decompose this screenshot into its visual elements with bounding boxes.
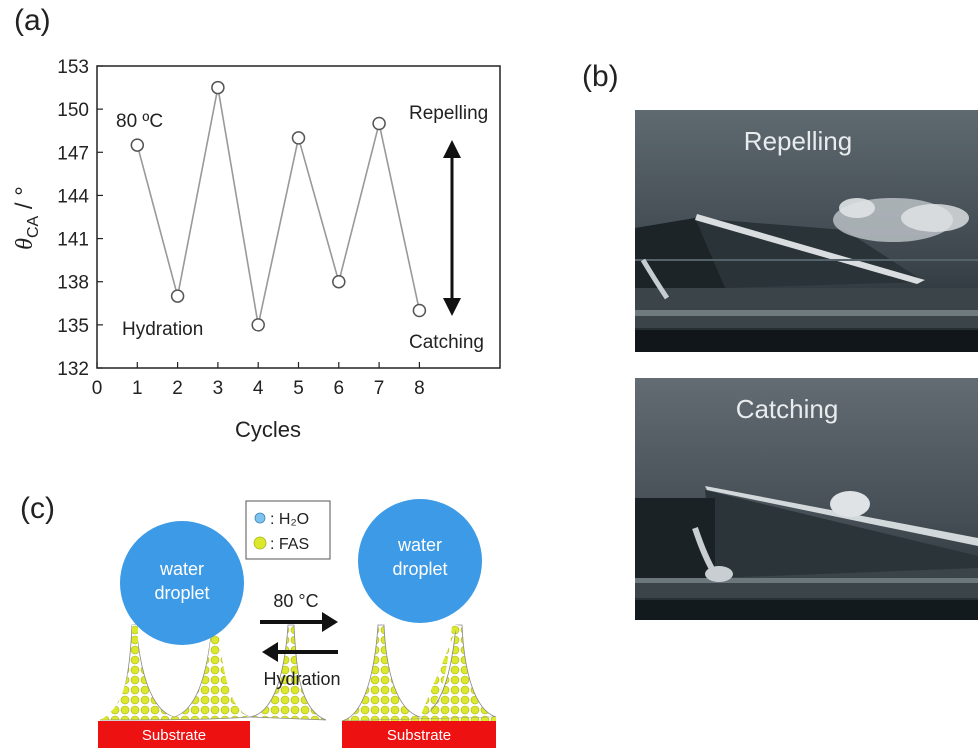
- x-tick-label: 2: [172, 378, 183, 399]
- y-tick-label: 150: [57, 100, 89, 121]
- annotation-hydration: Hydration: [122, 319, 203, 340]
- right-water-droplet: [358, 499, 482, 623]
- right-droplet-text-2: droplet: [392, 559, 447, 579]
- left-droplet-text-2: droplet: [154, 583, 209, 603]
- x-tick-label: 0: [92, 378, 103, 399]
- y-axis-ticks: 132 135 138 141 144 147 150 153: [57, 57, 103, 380]
- panel-label-c: (c): [20, 492, 55, 525]
- panel-label-b: (b): [582, 60, 619, 93]
- photo-repelling-image: Repelling: [635, 110, 978, 352]
- right-substrate-label: Substrate: [387, 727, 451, 744]
- back-arrow: [262, 642, 338, 662]
- x-tick-label: 6: [334, 378, 345, 399]
- data-point: [332, 274, 346, 289]
- legend-h2o: : H₂O: [270, 511, 309, 528]
- x-tick-label: 1: [132, 378, 143, 399]
- x-tick-label: 5: [293, 378, 304, 399]
- y-axis-symbol: θ: [12, 238, 38, 250]
- legend-fas: : FAS: [270, 536, 309, 553]
- photo-label-catching: Catching: [736, 394, 839, 424]
- y-tick-label: 132: [57, 359, 89, 380]
- photo-catching-image: Catching: [635, 378, 978, 620]
- x-tick-label: 4: [253, 378, 264, 399]
- arrow-back-label: Hydration: [263, 669, 340, 689]
- x-tick-label: 7: [374, 378, 385, 399]
- left-pillars: [99, 624, 327, 721]
- right-pillars: [341, 624, 497, 722]
- x-axis-label: Cycles: [235, 417, 301, 442]
- photo-repelling: Repelling: [635, 110, 978, 352]
- y-axis-unit: / °: [11, 186, 38, 216]
- arrow-forward-label: 80 °C: [273, 591, 318, 611]
- annotation-catching: Catching: [409, 332, 484, 353]
- data-point: [412, 303, 427, 318]
- y-tick-label: 138: [57, 273, 89, 294]
- data-point: [211, 80, 225, 95]
- left-droplet-text-1: water: [159, 559, 204, 579]
- h2o-legend-icon: [254, 512, 266, 524]
- double-arrow: [443, 140, 461, 316]
- panel-label-a: (a): [14, 4, 51, 37]
- left-substrate: [98, 721, 250, 748]
- data-point: [291, 131, 306, 145]
- left-water-droplet: [120, 521, 244, 645]
- photo-catching: Catching: [635, 378, 978, 620]
- data-point: [170, 289, 185, 303]
- y-tick-label: 153: [57, 57, 89, 78]
- data-point: [372, 116, 386, 131]
- right-substrate: [342, 721, 496, 748]
- x-tick-label: 3: [213, 378, 224, 399]
- right-droplet-text-1: water: [397, 535, 442, 555]
- y-tick-label: 141: [57, 230, 89, 251]
- y-tick-label: 144: [57, 186, 89, 207]
- photo-label-repelling: Repelling: [744, 126, 852, 156]
- chart-a: 132 135 138 141 144 147 150 153 0 1 2 3 4 5 6 7 8 Cycle…: [11, 57, 501, 442]
- data-point: [251, 318, 265, 332]
- y-tick-label: 135: [57, 316, 89, 337]
- schematic-c: : H₂O : FAS water droplet Substrate 80 °…: [98, 499, 497, 748]
- y-axis-subscript: CA: [25, 215, 42, 238]
- x-tick-label: 8: [414, 378, 425, 399]
- annotation-heat: 80 ºC: [116, 111, 163, 132]
- data-point: [130, 138, 145, 152]
- fas-legend-icon: [253, 536, 267, 550]
- series-line: [136, 87, 421, 326]
- left-substrate-label: Substrate: [142, 727, 206, 744]
- forward-arrow: [260, 612, 338, 632]
- x-axis-ticks: 0 1 2 3 4 5 6 7 8: [92, 362, 425, 399]
- annotation-repelling: Repelling: [409, 103, 488, 124]
- y-axis-label: θCA / °: [11, 186, 42, 250]
- y-tick-label: 147: [57, 143, 89, 164]
- series-markers: [130, 80, 427, 332]
